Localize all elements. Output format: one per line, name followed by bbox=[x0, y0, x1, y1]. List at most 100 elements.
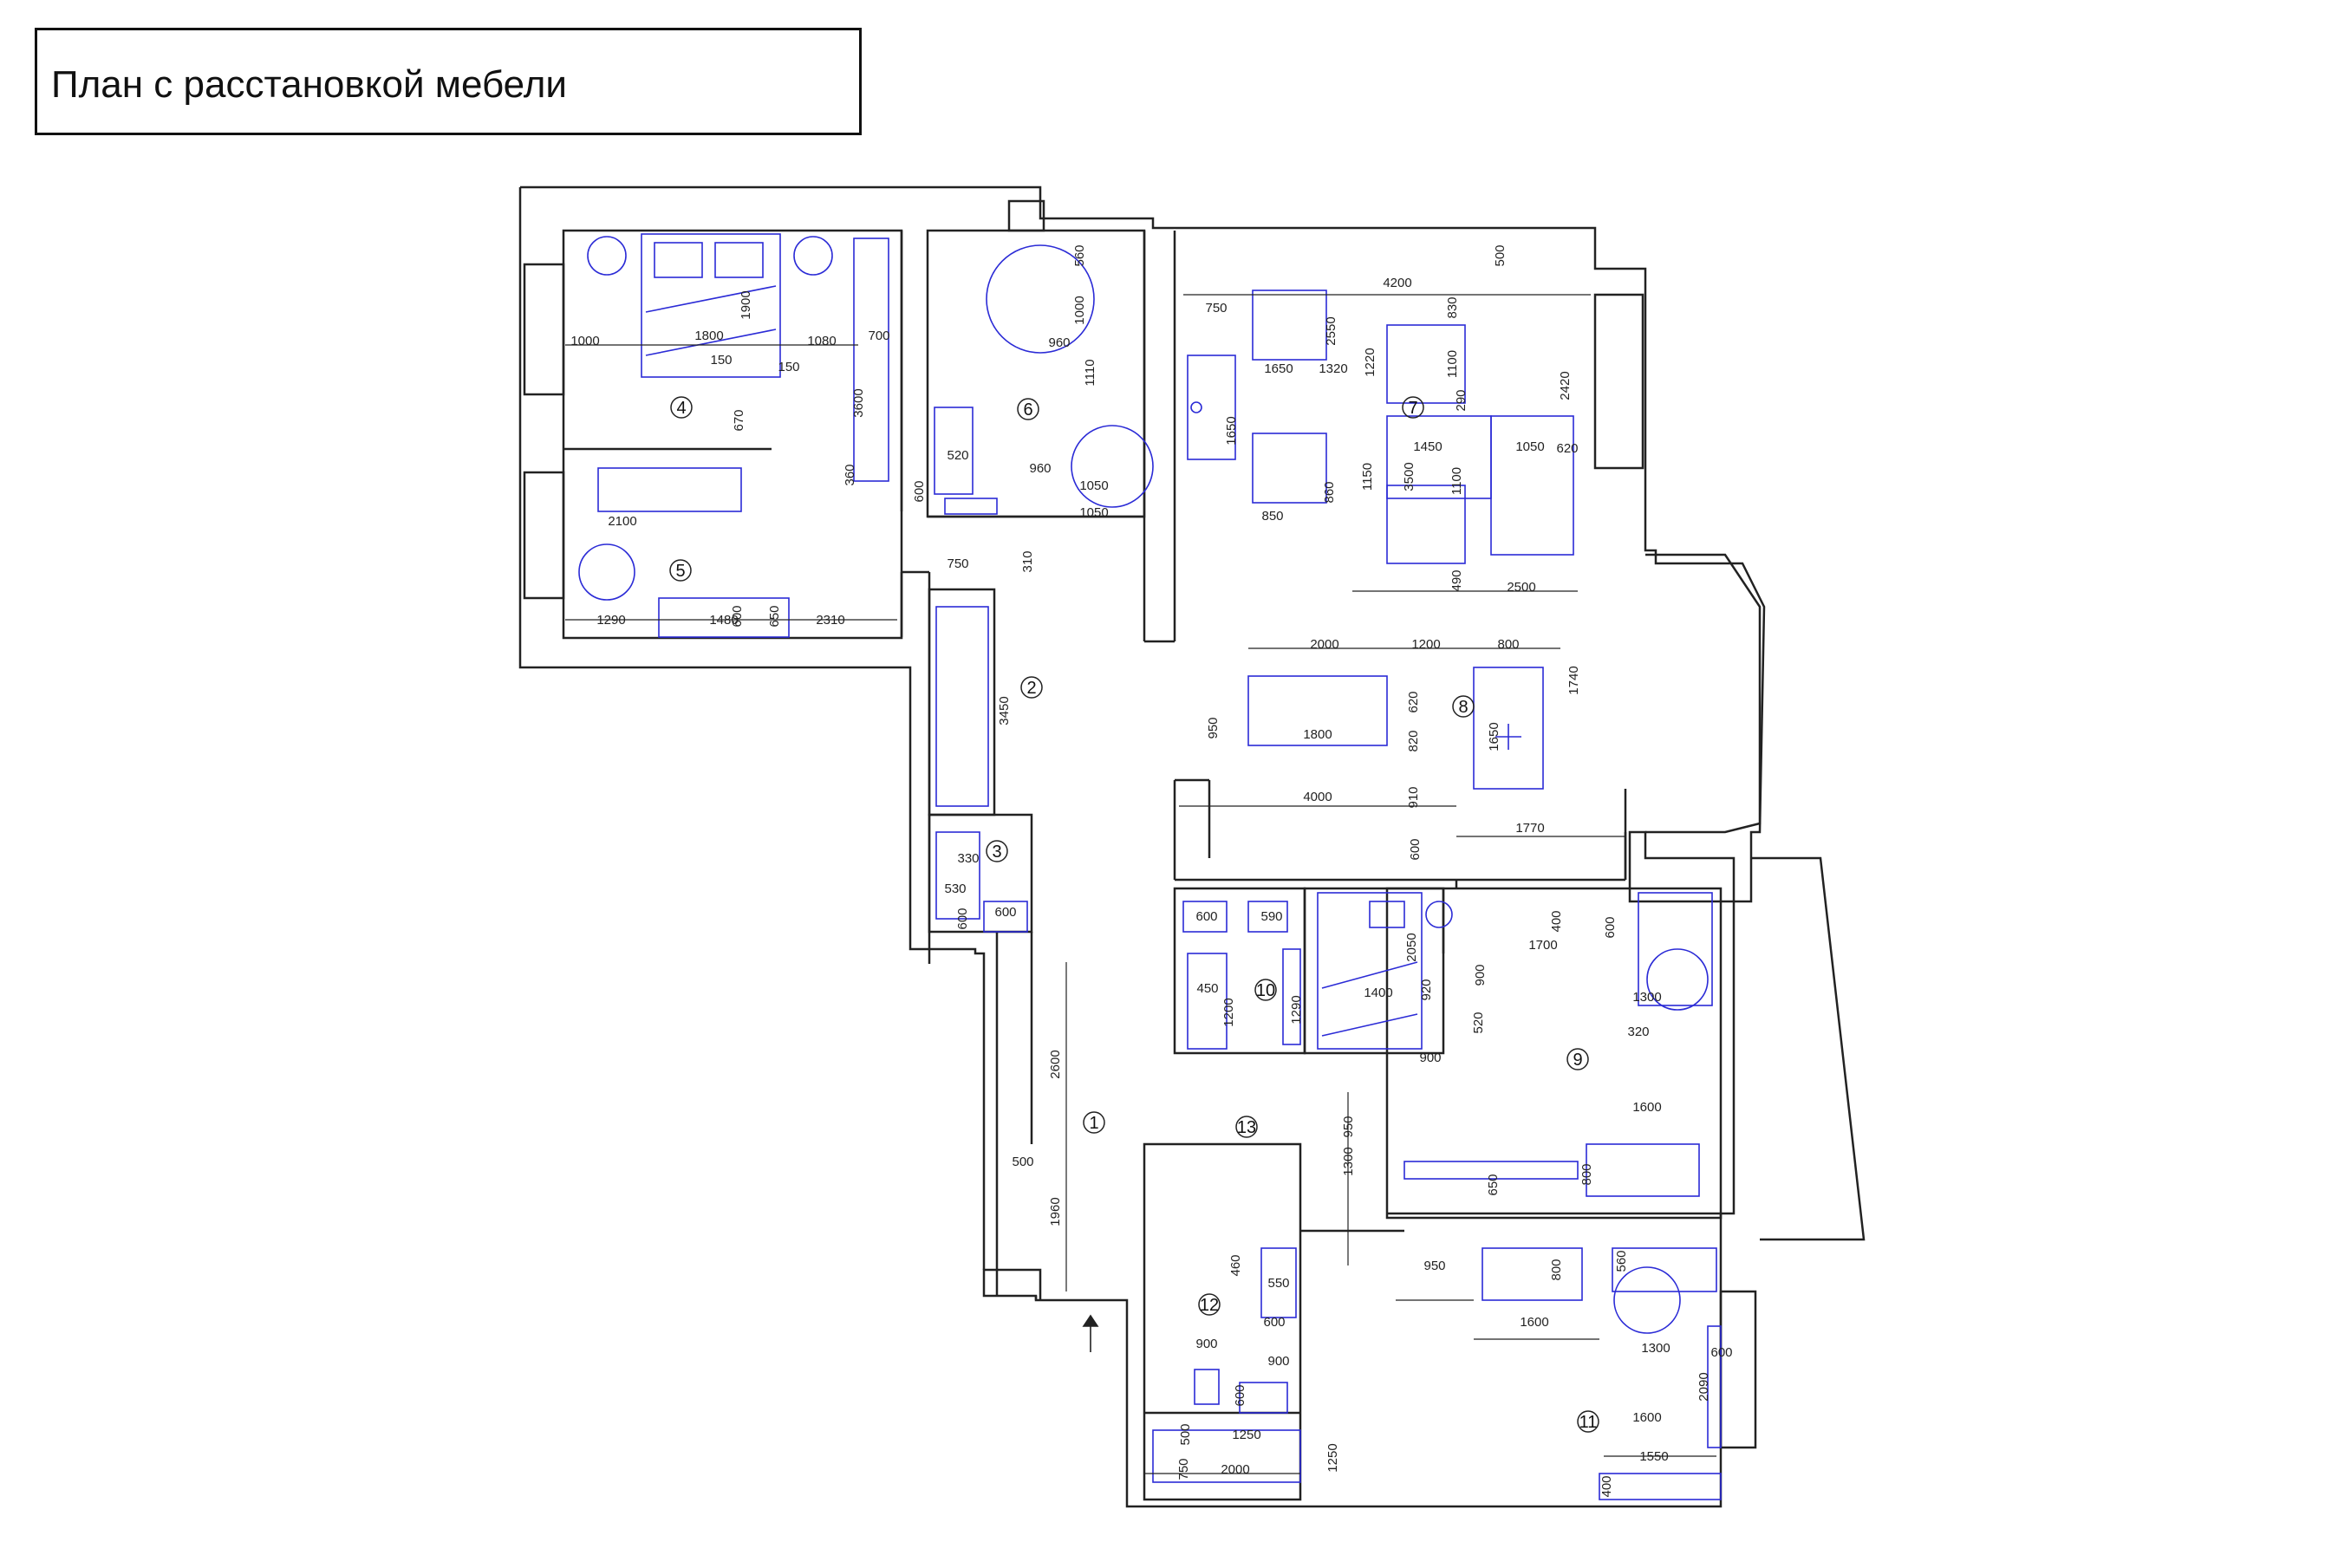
room-11-number: 11 bbox=[1579, 1413, 1598, 1432]
chair-room7b bbox=[1252, 433, 1327, 504]
dimension-label: 3500 bbox=[1402, 462, 1416, 491]
dimension-label: 500 bbox=[1493, 244, 1508, 266]
dimension-label: 360 bbox=[843, 464, 857, 485]
dimension-label: 950 bbox=[1341, 1116, 1356, 1137]
room-8-circle bbox=[1452, 695, 1475, 718]
room-10-number: 10 bbox=[1256, 981, 1275, 1000]
dimension-label: 1290 bbox=[1289, 995, 1304, 1024]
dimension-label: 800 bbox=[1579, 1163, 1594, 1185]
dimension-label: 800 bbox=[1549, 1259, 1564, 1280]
dimension-label: 1740 bbox=[1566, 666, 1581, 694]
dimension-label: 1110 bbox=[1083, 359, 1097, 386]
dimension-label: 590 bbox=[1260, 909, 1282, 924]
dimension-label: 560 bbox=[1072, 244, 1087, 266]
dimension-label: 2100 bbox=[608, 514, 636, 529]
dimension-label: 1650 bbox=[1487, 722, 1501, 751]
dimension-label: 520 bbox=[947, 448, 968, 463]
sofa-room11 bbox=[1482, 1247, 1583, 1301]
dimension-label: 320 bbox=[1627, 1025, 1649, 1039]
room-1-circle bbox=[1083, 1111, 1105, 1134]
dimension-label: 900 bbox=[1267, 1354, 1289, 1369]
dimension-label: 2500 bbox=[1507, 580, 1535, 595]
dimension-label: 1150 bbox=[1360, 463, 1375, 491]
room-6-circle bbox=[1017, 398, 1039, 420]
dimension-label: 900 bbox=[1473, 964, 1488, 986]
bed-room10 bbox=[1317, 892, 1423, 1050]
dimension-label: 1200 bbox=[1221, 998, 1236, 1026]
dimension-label: 1050 bbox=[1079, 505, 1108, 520]
dimension-label: 310 bbox=[1020, 550, 1035, 572]
dimension-label: 900 bbox=[1419, 1051, 1441, 1065]
chair-room5 bbox=[578, 543, 635, 601]
coffee-table-room8 bbox=[1473, 667, 1544, 790]
desk-room9 bbox=[1638, 892, 1713, 1006]
dimension-label: 1600 bbox=[1632, 1410, 1661, 1425]
dimension-label: 620 bbox=[1406, 691, 1421, 712]
dimension-label: 1650 bbox=[1264, 361, 1293, 376]
dimension-label: 150 bbox=[778, 360, 799, 374]
dimension-label: 900 bbox=[1195, 1337, 1217, 1351]
dimension-label: 600 bbox=[1710, 1345, 1732, 1360]
chair-room11 bbox=[1613, 1266, 1681, 1334]
dimension-label: 400 bbox=[1549, 910, 1564, 932]
dimension-label: 600 bbox=[730, 605, 745, 627]
dimension-label: 2550 bbox=[1324, 316, 1338, 345]
dimension-label: 1250 bbox=[1232, 1428, 1260, 1442]
dimension-label: 600 bbox=[1233, 1384, 1247, 1406]
outer-wall bbox=[520, 185, 1766, 1508]
chair-room7a bbox=[1252, 290, 1327, 361]
dimension-label: 1700 bbox=[1528, 938, 1557, 953]
closet-room2 bbox=[935, 606, 989, 807]
room-6-number: 6 bbox=[1023, 400, 1032, 420]
dimension-label: 820 bbox=[1406, 730, 1421, 751]
furniture bbox=[578, 233, 1722, 1500]
sofa-room5 bbox=[597, 467, 742, 512]
dimension-label: 2000 bbox=[1221, 1462, 1249, 1477]
dimension-label: 4200 bbox=[1383, 276, 1411, 290]
sofa-room9 bbox=[1586, 1143, 1700, 1197]
dimension-label: 750 bbox=[947, 556, 968, 571]
dimension-label: 1300 bbox=[1632, 990, 1661, 1005]
room-4-number: 4 bbox=[676, 399, 686, 418]
dimension-label: 1900 bbox=[739, 290, 753, 319]
dimension-label: 450 bbox=[1196, 981, 1218, 996]
dimension-label: 750 bbox=[1205, 301, 1227, 316]
room-9-number: 9 bbox=[1573, 1051, 1582, 1070]
dimension-label: 520 bbox=[1471, 1012, 1486, 1033]
dimension-label: 3600 bbox=[851, 388, 866, 417]
dimension-label: 3450 bbox=[997, 696, 1012, 725]
room-2-circle bbox=[1020, 676, 1043, 699]
dimension-label: 830 bbox=[1445, 296, 1460, 318]
dimension-label: 1080 bbox=[807, 334, 836, 348]
dimension-label: 550 bbox=[1267, 1276, 1289, 1291]
dimension-label: 950 bbox=[1206, 717, 1221, 738]
dimension-label: 650 bbox=[767, 605, 782, 627]
chair-room9 bbox=[1646, 948, 1709, 1011]
dimension-label: 600 bbox=[1263, 1315, 1285, 1330]
dimension-label: 1450 bbox=[1413, 439, 1442, 454]
dimension-label: 2090 bbox=[1696, 1372, 1711, 1401]
dimension-label: 2420 bbox=[1558, 371, 1573, 400]
entrance-arrow bbox=[1082, 1314, 1099, 1352]
room-7-circle bbox=[1402, 396, 1424, 419]
room-13-circle bbox=[1235, 1116, 1258, 1138]
dimension-label: 1960 bbox=[1048, 1197, 1063, 1226]
dimension-label: 960 bbox=[1048, 335, 1070, 350]
title-box: План с расстановкой мебели bbox=[35, 28, 862, 135]
dimension-label: 600 bbox=[1408, 838, 1423, 860]
dimension-label: 1200 bbox=[1411, 637, 1440, 652]
page-title: План с расстановкой мебели bbox=[51, 63, 567, 106]
dimension-label: 4000 bbox=[1303, 790, 1332, 804]
dimension-label: 650 bbox=[1486, 1174, 1501, 1195]
dimension-label: 2000 bbox=[1310, 637, 1338, 652]
dimension-label: 910 bbox=[1406, 786, 1421, 808]
dimension-label: 330 bbox=[957, 851, 979, 866]
room-10-circle bbox=[1254, 979, 1277, 1001]
room-2-number: 2 bbox=[1026, 679, 1036, 698]
dimension-label: 1000 bbox=[570, 334, 599, 348]
dimension-label: 800 bbox=[1497, 637, 1519, 652]
dimension-label: 490 bbox=[1449, 569, 1464, 591]
dimension-label: 2310 bbox=[816, 613, 844, 628]
